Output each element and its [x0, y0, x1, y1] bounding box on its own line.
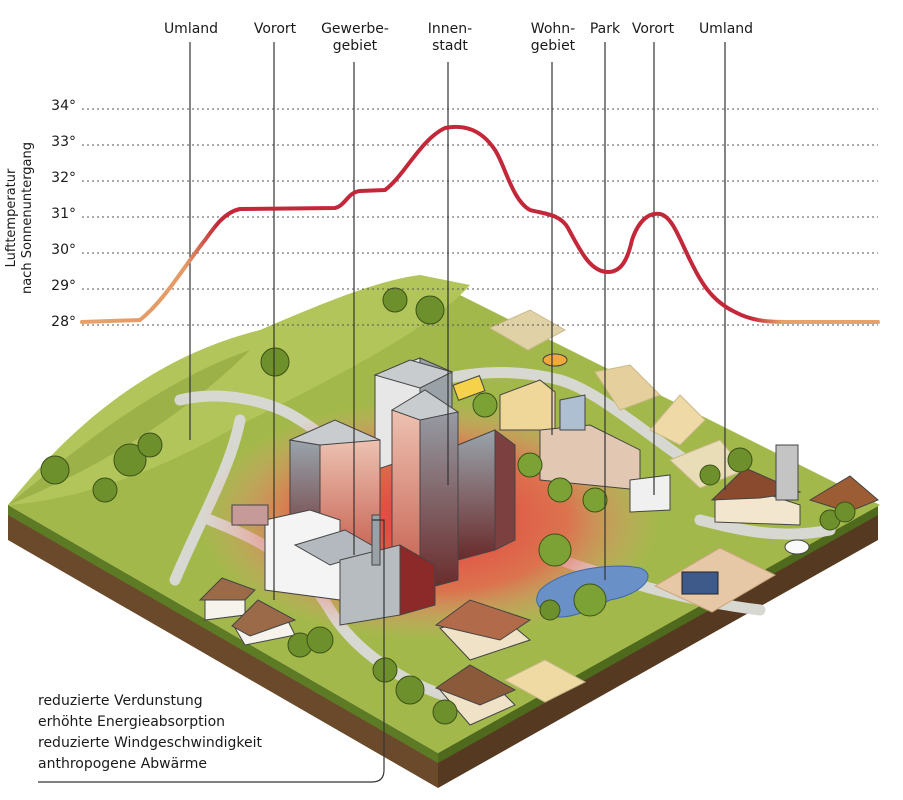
vehicles	[231, 353, 810, 595]
car	[542, 353, 568, 367]
road-6	[694, 514, 836, 540]
house-group-left	[198, 577, 297, 646]
tower-right-side	[494, 429, 516, 551]
zone-label-gewerbegebiet: Gewerbe- gebiet	[321, 21, 389, 54]
tower-left-roof	[288, 419, 381, 446]
y-tick-34: 34°	[51, 98, 76, 114]
y-tick-32: 32°	[51, 170, 76, 186]
tower-right-front	[457, 429, 496, 561]
y-tick-29: 29°	[51, 278, 76, 294]
tree-cluster-south	[287, 599, 561, 725]
factor-list: reduzierte Verdunstung erhöhte Energieab…	[38, 691, 262, 775]
tree-cluster-center	[472, 392, 608, 617]
y-tick-28: 28°	[51, 314, 76, 330]
tree-cluster-east	[699, 447, 856, 531]
ground-front-right	[438, 512, 878, 788]
field-6	[503, 659, 587, 703]
factor-item: erhöhte Energieabsorption	[38, 714, 226, 730]
house-1-roof	[198, 577, 256, 601]
tower-main-roof	[390, 389, 460, 421]
factor-item: reduzierte Windgeschwindigkeit	[38, 735, 263, 751]
zone-leader-lines	[38, 42, 726, 783]
bus	[452, 375, 486, 401]
field-2	[594, 364, 661, 411]
house-3-roof	[434, 599, 532, 641]
zone-label-vorort-left: Vorort	[253, 21, 297, 37]
temperature-gridlines	[82, 108, 878, 326]
zone-label-umland-left: Umland	[163, 21, 219, 37]
y-axis-title: Lufttemperatur nach Sonnenuntergang	[4, 141, 35, 295]
house-group-center	[434, 599, 532, 661]
field-3	[649, 394, 706, 446]
tree-cluster-hill	[40, 287, 445, 503]
chimney	[371, 514, 381, 566]
factor-item: reduzierte Verdunstung	[38, 693, 203, 709]
road-4	[434, 367, 706, 476]
factor-item: anthropogene Abwärme	[38, 756, 207, 772]
tractor	[681, 571, 719, 595]
y-tick-31: 31°	[51, 206, 76, 222]
y-tick-33: 33°	[51, 134, 76, 150]
cow	[784, 539, 810, 555]
leader-factors	[38, 519, 385, 783]
city-buildings	[264, 357, 671, 626]
tower-back-roof	[373, 359, 454, 389]
ground-grass-edge-left	[8, 505, 438, 763]
temperature-curve	[80, 124, 880, 324]
factory-2-side	[399, 544, 436, 616]
zone-label-innenstadt: Innen- stadt	[427, 21, 473, 54]
farm	[710, 444, 879, 526]
house-2-roof	[231, 599, 297, 637]
zone-label-vorort-right: Vorort	[631, 21, 675, 37]
trees	[40, 287, 856, 725]
house-group-bottom	[434, 664, 517, 726]
truck	[231, 504, 269, 526]
zone-label-wohngebiet: Wohn- gebiet	[530, 21, 576, 54]
houses	[198, 444, 879, 726]
ground-front-left	[8, 512, 438, 788]
house-right	[629, 474, 671, 513]
y-tick-30: 30°	[51, 242, 76, 258]
apartment-3	[559, 394, 586, 431]
zone-label-park: Park	[589, 21, 621, 37]
field-1	[488, 309, 567, 351]
apartment-1	[499, 379, 556, 431]
house-4-roof	[434, 664, 517, 706]
silo	[775, 444, 799, 501]
zone-label-umland-right: Umland	[698, 21, 754, 37]
